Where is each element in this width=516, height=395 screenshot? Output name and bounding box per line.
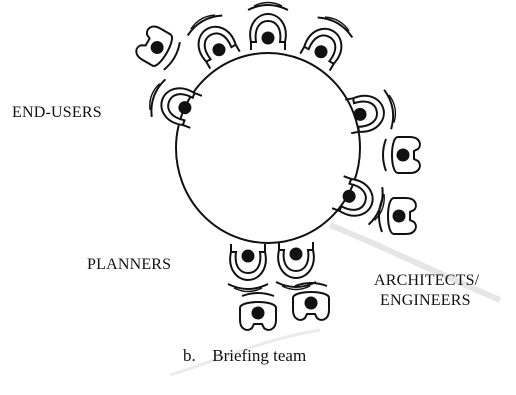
seat-end-user-outer [132,22,185,75]
architects-label: ARCHITECTS/ [374,272,480,289]
scan-smudge [328,222,502,303]
seat-architect-2 [378,197,417,235]
seat-planner-2 [292,282,330,321]
conference-table [175,52,361,244]
seat-bottom-1 [227,243,269,293]
caption-text: Briefing team [212,346,307,365]
engineers-label: ENGINEERS [380,292,471,309]
scan-smudge-2 [169,328,321,377]
seat-right-2 [330,172,391,229]
seat-top-3 [296,9,358,74]
seat-architect-1 [382,136,421,174]
seat-planner-1 [239,292,277,331]
end-users-label: END-USERS [12,104,102,121]
figure-caption: b. Briefing team [183,346,306,366]
seat-end-user-1 [143,75,204,132]
caption-prefix: b. [183,346,196,365]
planners-label: PLANNERS [87,256,172,273]
seat-top-2 [247,1,289,51]
